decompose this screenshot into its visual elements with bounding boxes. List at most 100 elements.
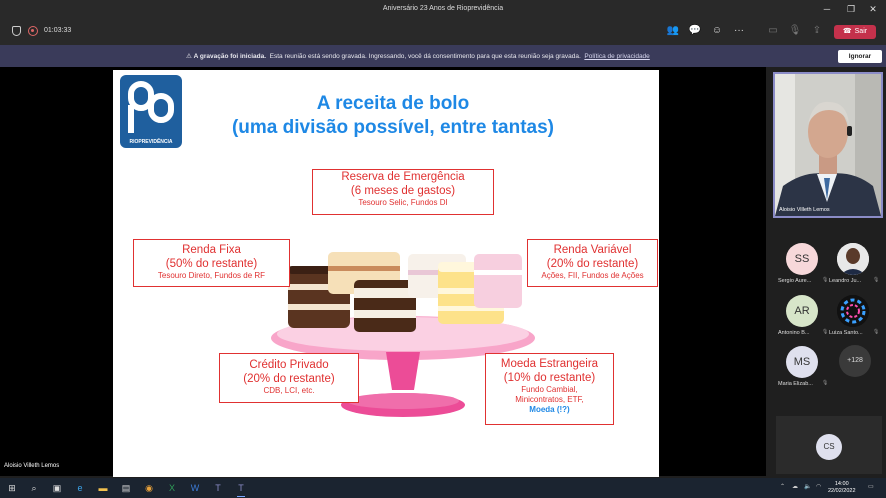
phone-icon: ☎ — [842, 28, 852, 35]
leave-button[interactable]: ☎Sair — [834, 25, 876, 39]
logo-text: RIOPREVIDÊNCIA — [129, 139, 173, 145]
more-options-icon[interactable]: ··· — [734, 25, 744, 36]
banner-bold: A gravação foi iniciada. — [193, 53, 267, 60]
renda-variavel-detail: Ações, FII, Fundos de Ações — [541, 271, 644, 280]
slide-title: A receita de bolo (uma divisão possível,… — [173, 92, 613, 140]
presenter-name-tag: Aloisio Villeth Lemos — [4, 463, 60, 469]
speaker-video-tile[interactable]: Aloisio Villeth Lemos — [773, 72, 883, 218]
meeting-toolbar: 01:03:33 👥 💬 ☺ ··· ▭ 🎙 ⇪ ☎Sair — [0, 18, 886, 45]
share-screen-icon[interactable]: ⇪ — [812, 25, 822, 36]
clock-date: 22/02/2022 — [828, 488, 856, 494]
presentation-slide: RIOPREVIDÊNCIA A receita de bolo (uma di… — [113, 70, 659, 477]
avatar — [837, 243, 869, 275]
avatar-photo — [837, 295, 869, 327]
box-moeda-estrangeira: Moeda Estrangeira (10% do restante) Fund… — [485, 353, 614, 425]
task-view-icon[interactable]: ▣ — [52, 483, 62, 493]
camera-icon[interactable]: ▭ — [768, 25, 778, 36]
people-icon[interactable]: 👥 — [666, 25, 680, 36]
teams-icon[interactable]: T — [215, 483, 221, 493]
close-icon[interactable]: ✕ — [869, 4, 877, 14]
file-explorer-icon[interactable]: ▬ — [98, 483, 108, 493]
renda-variavel-subheading: (20% do restante) — [546, 258, 639, 270]
moeda-detail-3: Moeda (!?) — [529, 405, 570, 414]
store-icon[interactable]: ▤ — [121, 483, 131, 493]
participant-tile-5[interactable]: MS Maria Elizab... 🎙 — [778, 346, 828, 396]
avatar: MS — [786, 346, 818, 378]
recording-banner: ⚠ A gravação foi iniciada. Esta reunião … — [0, 45, 886, 67]
participant-name: Sergio Aure... — [778, 278, 812, 284]
speaker-name: Aloisio Villeth Lemos — [779, 207, 830, 213]
mic-off-icon: 🎙 — [873, 329, 880, 335]
more-participants-button[interactable]: +128 — [839, 345, 871, 377]
ignore-button[interactable]: Ignorar — [838, 50, 882, 63]
reserva-subheading: (6 meses de gastos) — [350, 185, 456, 197]
participant-tile-2[interactable]: Leandro Ju... 🎙 — [829, 243, 879, 293]
rioprevidencia-logo: RIOPREVIDÊNCIA — [120, 75, 182, 148]
speaker-video — [775, 74, 881, 216]
wifi-icon[interactable]: ◠ — [816, 484, 822, 490]
box-reserva-emergencia: Reserva de Emergência (6 meses de gastos… — [312, 169, 494, 215]
slide-title-line2: (uma divisão possível, entre tantas) — [231, 117, 555, 138]
leave-label: Sair — [854, 28, 868, 35]
taskbar-clock[interactable]: 14:00 22/02/2022 — [828, 481, 856, 495]
participant-tile-1[interactable]: SS Sergio Aure... 🎙 — [778, 243, 828, 293]
moeda-detail-1: Fundo Cambial, — [521, 385, 578, 394]
notifications-icon[interactable]: ▭ — [868, 484, 874, 490]
participant-name: Antonino B... — [778, 330, 810, 336]
privacy-policy-link[interactable]: Política de privacidade — [584, 53, 650, 60]
maximize-icon[interactable]: ❐ — [846, 4, 856, 14]
renda-fixa-heading: Renda Fixa — [182, 244, 241, 256]
network-icon[interactable]: ☁ — [792, 484, 798, 490]
participant-tile-4[interactable]: Luiza Santo... 🎙 — [829, 295, 879, 345]
credito-heading: Crédito Privado — [249, 359, 329, 371]
mic-off-icon: 🎙 — [822, 380, 829, 386]
clock-time: 14:00 — [834, 481, 849, 487]
shield-icon — [12, 26, 21, 36]
moeda-detail-2: Minicontratos, ETF, — [515, 395, 584, 404]
mic-off-icon: 🎙 — [822, 277, 829, 283]
box-renda-fixa: Renda Fixa (50% do restante) Tesouro Dir… — [133, 239, 290, 287]
renda-fixa-subheading: (50% do restante) — [165, 258, 258, 270]
box-credito-privado: Crédito Privado (20% do restante) CDB, L… — [219, 353, 359, 403]
search-icon[interactable]: ⌕ — [31, 483, 37, 493]
minimize-icon[interactable]: ─ — [823, 4, 831, 14]
chrome-icon[interactable]: ◉ — [145, 483, 153, 493]
avatar: SS — [786, 243, 818, 275]
participant-tile-3[interactable]: AR Antonino B... 🎙 — [778, 295, 828, 345]
cake-illustration — [271, 252, 535, 417]
participant-name: Maria Elizab... — [778, 381, 813, 387]
title-bar: Aniversário 23 Anos de Rioprevidência ─ … — [0, 0, 886, 18]
moeda-subheading: (10% do restante) — [503, 372, 596, 384]
slide-title-line1: A receita de bolo — [316, 93, 470, 114]
self-avatar: CS — [816, 434, 842, 460]
windows-start-icon[interactable]: ⊞ — [8, 483, 16, 493]
renda-variavel-heading: Renda Variável — [553, 244, 632, 256]
word-icon[interactable]: W — [190, 483, 200, 493]
reserva-detail: Tesouro Selic, Fundos DI — [358, 198, 448, 207]
chat-icon[interactable]: 💬 — [688, 25, 702, 36]
volume-icon[interactable]: 🔈 — [804, 484, 812, 490]
avatar-photo — [837, 243, 869, 275]
credito-detail: CDB, LCI, etc. — [263, 386, 315, 395]
banner-message: ⚠ A gravação foi iniciada. Esta reunião … — [186, 52, 650, 60]
tray-chevron-icon[interactable]: ⌃ — [780, 484, 786, 490]
excel-icon[interactable]: X — [168, 483, 175, 493]
banner-text: Esta reunião está sendo gravada. Ingress… — [269, 53, 581, 60]
participant-name: Luiza Santo... — [829, 330, 863, 336]
reserva-heading: Reserva de Emergência — [341, 171, 465, 183]
teams-meeting-icon[interactable]: T — [234, 481, 248, 497]
participants-panel: Aloisio Villeth Lemos SS Sergio Aure... … — [766, 67, 886, 476]
mic-off-icon: 🎙 — [822, 329, 829, 335]
self-view-tile[interactable]: CS — [776, 416, 882, 474]
reactions-icon[interactable]: ☺ — [711, 25, 723, 36]
microphone-icon[interactable]: 🎙 — [788, 25, 802, 36]
avatar — [837, 295, 869, 327]
mic-off-icon: 🎙 — [873, 277, 880, 283]
avatar: AR — [786, 295, 818, 327]
windows-taskbar: ⊞ ⌕ ▣ e ▬ ▤ ◉ X W T T ⌃ ☁ 🔈 ◠ 14:00 22/0… — [0, 478, 886, 498]
participant-name: Leandro Ju... — [829, 278, 862, 284]
moeda-heading: Moeda Estrangeira — [500, 358, 599, 370]
recording-icon — [28, 26, 38, 36]
edge-icon[interactable]: e — [77, 483, 83, 493]
shared-content-stage: RIOPREVIDÊNCIA A receita de bolo (uma di… — [0, 67, 766, 477]
